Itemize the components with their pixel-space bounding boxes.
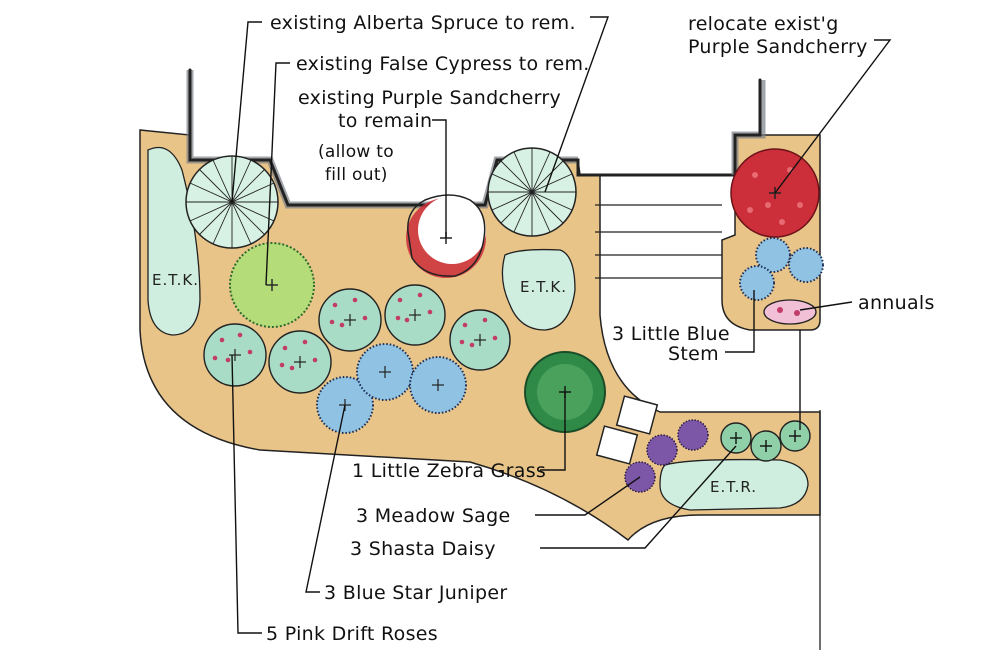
rose-1 — [203, 323, 267, 387]
label-blue-stem-line2: Stem — [668, 343, 719, 365]
annuals-bed — [763, 299, 817, 325]
label-sandcherry-line1: existing Purple Sandcherry — [298, 87, 561, 109]
juniper-3 — [409, 356, 467, 414]
label-alberta-spruce: existing Alberta Spruce to rem. — [270, 12, 576, 34]
garage-wall-outline — [733, 78, 762, 177]
stepping-stones — [595, 395, 659, 465]
juniper-2 — [356, 343, 414, 401]
rose-4 — [384, 284, 446, 346]
blue-star-juniper — [316, 343, 467, 434]
ornamental-grass-light — [229, 242, 315, 328]
etk-label-left: E.T.K. — [152, 271, 199, 289]
daisy-3 — [779, 420, 811, 452]
leader-false-cypress — [265, 62, 290, 286]
daisy-2 — [750, 430, 782, 462]
label-sandcherry-line2: to remain — [338, 110, 432, 132]
leader-shasta-daisy — [540, 445, 737, 549]
label-pink-drift-roses: 5 Pink Drift Roses — [266, 623, 438, 645]
leader-zebra-grass — [540, 392, 566, 471]
daisy-1 — [720, 422, 752, 454]
etk-label-center: E.T.K. — [520, 278, 567, 296]
false-cypress-symbol — [487, 147, 577, 237]
rose-3 — [318, 288, 382, 352]
shasta-daisy — [720, 420, 811, 462]
leader-alberta-spruce — [231, 21, 262, 203]
label-sandcherry-line3: (allow to — [318, 142, 394, 162]
label-blue-stem-line1: 3 Little Blue — [612, 323, 730, 345]
leader-sandcherry-existing — [432, 119, 447, 238]
leader-blue-stem — [725, 290, 755, 353]
purple-sandcherry-existing — [406, 194, 486, 278]
label-zebra-grass: 1 Little Zebra Grass — [352, 460, 546, 482]
rose-2 — [268, 330, 332, 394]
label-false-cypress: existing False Cypress to rem. — [296, 53, 590, 75]
rose-5 — [449, 309, 511, 371]
leader-relocate-sandcherry — [774, 39, 892, 194]
etk-area-bottom — [659, 458, 809, 511]
leader-pink-drift-roses — [231, 354, 262, 634]
etk-area-center — [501, 248, 576, 331]
meadow-sage — [624, 419, 709, 493]
leader-lines — [231, 16, 892, 634]
etk-label-bottom: E.T.R. — [710, 478, 757, 496]
label-meadow-sage: 3 Meadow Sage — [356, 505, 510, 527]
leader-annuals — [799, 301, 853, 311]
leader-alberta-spruce-right — [544, 16, 609, 193]
leader-meadow-sage — [535, 476, 641, 516]
label-shasta-daisy: 3 Shasta Daisy — [350, 538, 496, 560]
leader-blue-star-juniper — [305, 404, 346, 593]
pink-drift-roses — [203, 284, 511, 394]
label-sandcherry-line4: fill out) — [325, 165, 388, 185]
label-blue-star-juniper: 3 Blue Star Juniper — [324, 582, 507, 604]
label-relocate-line2: Purple Sandcherry — [688, 36, 868, 58]
label-annuals: annuals — [858, 292, 935, 314]
little-blue-stem — [739, 237, 824, 301]
label-relocate-line1: relocate exist'g — [688, 13, 839, 35]
front-steps — [595, 204, 722, 279]
